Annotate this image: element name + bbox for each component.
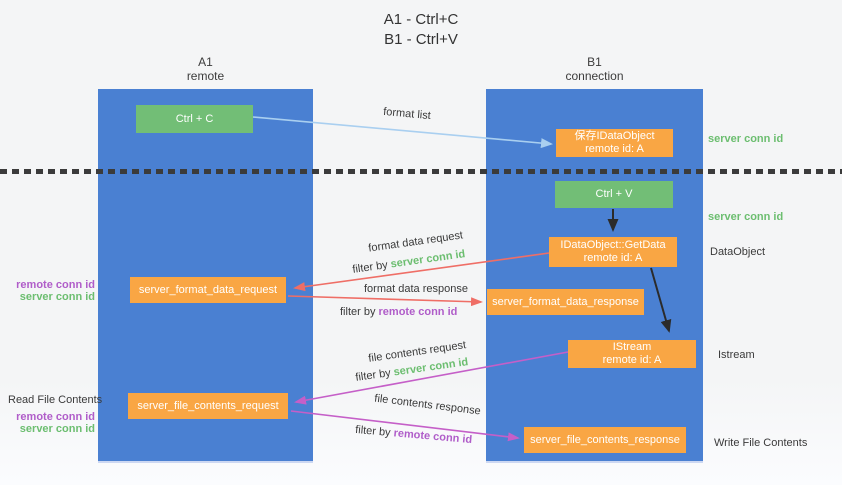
dataobject-label: DataObject [710, 246, 766, 258]
left-conn-ids-format: remote conn id server conn id [10, 279, 95, 303]
diagram-title: A1 - Ctrl+C B1 - Ctrl+V [0, 10, 842, 50]
filter-by-text-4: filter by [354, 423, 395, 440]
lane-a1-role: remote [186, 69, 225, 83]
node-istream: IStream remote id: A [568, 340, 696, 368]
title-line-2: B1 - Ctrl+V [384, 31, 458, 48]
format-data-response-label: format data response [364, 283, 468, 295]
filter-by-text-2: filter by [340, 306, 379, 318]
node-server-format-data-request: server_format_data_request [130, 277, 286, 303]
remote-conn-id-label-1: remote conn id [16, 279, 95, 291]
dotted-separator [0, 169, 842, 174]
node-save-idataobject: 保存IDataObject remote id: A [556, 129, 673, 157]
istream-line1: IStream [612, 341, 652, 353]
file-contents-response-label: file contents response [373, 392, 482, 418]
node-server-file-contents-response: server_file_contents_response [524, 427, 686, 453]
istream-side-label: Istream [718, 349, 755, 361]
format-data-response-filter-label: filter by remote conn id [340, 306, 457, 318]
filter-key-remote-conn-2: remote conn id [378, 306, 458, 318]
save-idataobject-line1: 保存IDataObject [574, 130, 655, 142]
arrow-format-data-response [287, 295, 483, 307]
istream-line2: remote id: A [602, 354, 662, 366]
server-conn-id-mid-label: server conn id [708, 211, 784, 223]
server-conn-id-label-1: server conn id [19, 291, 95, 303]
node-ctrl-c: Ctrl + C [136, 105, 253, 133]
server-file-contents-response-label: server_file_contents_response [530, 433, 680, 446]
lane-b1-name: B1 [587, 55, 602, 69]
server-file-contents-request-label: server_file_contents_request [137, 399, 279, 412]
filter-key-remote-conn-4: remote conn id [393, 427, 473, 447]
filter-by-text-3: filter by [354, 366, 395, 384]
node-server-file-contents-request: server_file_contents_request [128, 393, 288, 419]
server-format-data-response-label: server_format_data_response [492, 295, 639, 308]
lane-a1-name: A1 [198, 55, 213, 69]
node-server-format-data-response: server_format_data_response [487, 289, 644, 315]
filter-key-server-conn-1: server conn id [389, 248, 467, 271]
server-format-data-request-label: server_format_data_request [138, 283, 278, 296]
getdata-line2: remote id: A [583, 252, 643, 264]
format-list-label: format list [382, 105, 432, 123]
read-file-contents-label: Read File Contents [8, 394, 103, 406]
filter-by-text-1: filter by [351, 258, 392, 276]
lane-b1-role: connection [565, 69, 624, 83]
node-ctrl-v: Ctrl + V [555, 181, 673, 208]
remote-conn-id-label-2: remote conn id [16, 411, 95, 423]
write-file-contents-label: Write File Contents [714, 437, 808, 449]
left-conn-ids-file: remote conn id server conn id [10, 411, 95, 435]
lane-header-a1: A1 remote [98, 55, 313, 83]
ctrl-v-label: Ctrl + V [595, 188, 633, 200]
file-contents-response-filter-label: filter by remote conn id [355, 424, 473, 446]
ctrl-c-label: Ctrl + C [175, 112, 214, 125]
lane-header-b1: B1 connection [486, 55, 703, 83]
title-line-1: A1 - Ctrl+C [383, 11, 459, 28]
node-idataobject-getdata: IDataObject::GetData remote id: A [549, 237, 677, 267]
server-conn-id-label-2: server conn id [19, 423, 95, 435]
server-conn-id-top-label: server conn id [708, 133, 784, 145]
save-idataobject-line2: remote id: A [585, 143, 644, 155]
getdata-line1: IDataObject::GetData [560, 239, 666, 251]
